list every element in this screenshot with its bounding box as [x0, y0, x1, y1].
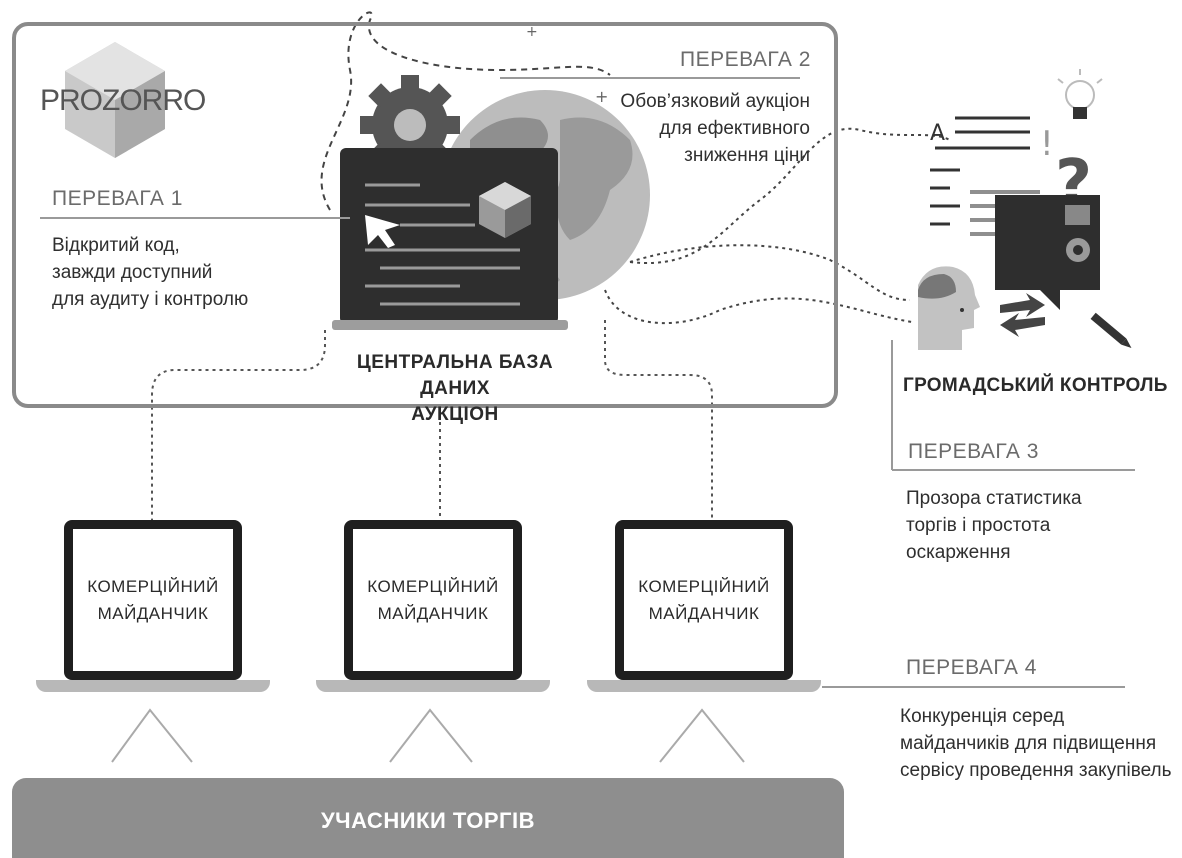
advantage-3-title: ПЕРЕВАГА 3 — [908, 440, 1039, 463]
advantage-4-text: Конкуренція серед майданчиків для підвищ… — [900, 706, 1172, 781]
prozorro-logo-icon — [65, 42, 165, 158]
public-control-illustration: A ! ? — [918, 69, 1132, 350]
lightbulb-icon — [1057, 69, 1103, 119]
svg-text:+: + — [595, 87, 608, 106]
laptop-base — [316, 680, 550, 692]
laptop-base — [587, 680, 821, 692]
laptop-screen: КОМЕРЦІЙНИЙ МАЙДАНЧИК — [64, 520, 242, 680]
sparkle-icon: + — [526, 24, 538, 40]
dotted-connector-a — [629, 127, 951, 265]
support-triangles — [111, 708, 745, 763]
head-icon — [918, 266, 980, 350]
laptop-screen: КОМЕРЦІЙНИЙ МАЙДАНЧИК — [615, 520, 793, 680]
participants-bar: УЧАСНИКИ ТОРГІВ — [12, 778, 844, 858]
exclamation-icon: ! — [1040, 124, 1054, 164]
advantage-1-title: ПЕРЕВАГА 1 — [52, 187, 183, 210]
advantage-3-text: Прозора статистика торгів і простота оск… — [906, 488, 1082, 563]
central-system-frame — [12, 22, 838, 408]
laptop-platform-2: КОМЕРЦІЙНИЙ МАЙДАНЧИК — [316, 520, 550, 692]
advantage-1-text: Відкритий код, завжди доступний для ауди… — [52, 235, 249, 310]
central-monitor-icon — [332, 148, 568, 330]
platform-3-label: КОМЕРЦІЙНИЙ МАЙДАНЧИК — [624, 529, 784, 671]
laptop-screen: КОМЕРЦІЙНИЙ МАЙДАНЧИК — [344, 520, 522, 680]
dashed-loop — [320, 11, 611, 211]
dotted-connector-c — [604, 289, 913, 325]
laptop-platform-1: КОМЕРЦІЙНИЙ МАЙДАНЧИК — [36, 520, 270, 692]
pen-icon — [1090, 312, 1132, 348]
platform-1-label: КОМЕРЦІЙНИЙ МАЙДАНЧИК — [73, 529, 233, 671]
advantage-4-title: ПЕРЕВАГА 4 — [906, 656, 1037, 679]
platform-2-label: КОМЕРЦІЙНИЙ МАЙДАНЧИК — [353, 529, 513, 671]
logo-text: PROZORRO — [40, 84, 206, 117]
participants-label: УЧАСНИКИ ТОРГІВ — [320, 808, 536, 833]
advantage-2-text: Обов’язковий аукціон для ефективного зни… — [620, 91, 810, 166]
swap-arrows-icon — [1000, 293, 1045, 337]
laptop-connectors — [151, 320, 713, 520]
central-db-label: ЦЕНТРАЛЬНА БАЗА ДАНИХ АУКЦІОН — [356, 352, 554, 425]
public-control-label: ГРОМАДСЬКИЙ КОНТРОЛЬ — [903, 375, 1168, 396]
advantage-2-title: ПЕРЕВАГА 2 — [680, 48, 811, 71]
svg-text:A: A — [930, 121, 945, 146]
laptop-base — [36, 680, 270, 692]
dotted-connector-b — [629, 244, 911, 301]
laptop-platform-3: КОМЕРЦІЙНИЙ МАЙДАНЧИК — [587, 520, 821, 692]
